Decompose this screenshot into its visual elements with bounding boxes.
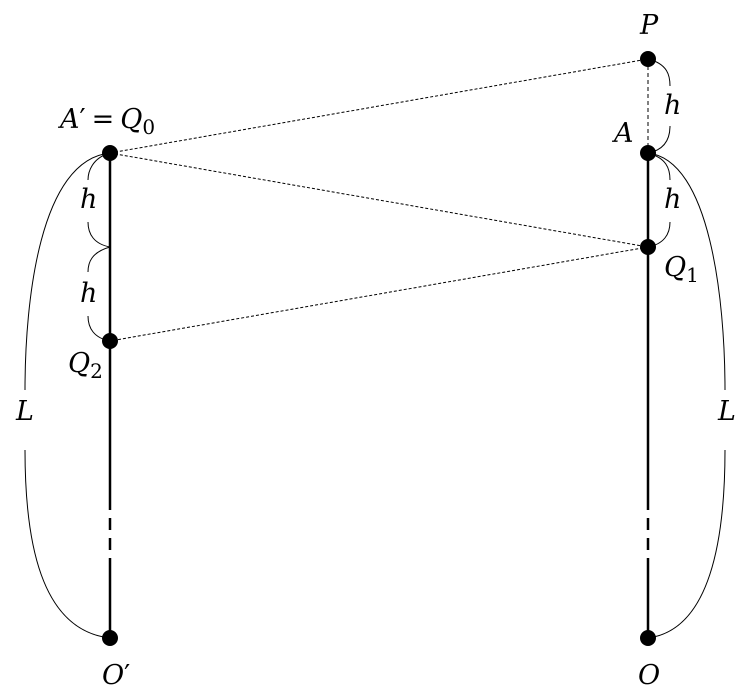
label-l-left: L bbox=[15, 396, 34, 427]
label-o-prime-mark: ′ bbox=[124, 660, 130, 691]
label-q1: Q1 bbox=[664, 252, 699, 287]
line-q1-to-q2 bbox=[109, 246, 649, 342]
point-q2 bbox=[102, 333, 118, 349]
label-equals: = bbox=[92, 104, 115, 135]
right-l-brace-upper bbox=[647, 152, 726, 391]
label-q0-sub: 0 bbox=[142, 115, 155, 139]
label-h-left-bottom: h bbox=[80, 278, 97, 309]
point-o-prime bbox=[102, 630, 118, 646]
point-o bbox=[640, 630, 656, 646]
label-q1-main: Q bbox=[664, 252, 686, 283]
point-a bbox=[640, 145, 656, 161]
label-q2-sub: 2 bbox=[90, 359, 103, 383]
label-o-prime: O′ bbox=[102, 660, 130, 691]
line-q0-to-p bbox=[109, 58, 649, 154]
label-a-prime-eq-q0: A′=Q0 bbox=[57, 104, 155, 139]
point-p bbox=[640, 51, 656, 67]
label-o: O bbox=[638, 660, 660, 691]
left-l-brace-lower bbox=[24, 449, 111, 639]
label-l-right: L bbox=[717, 396, 736, 427]
left-l-brace-upper bbox=[24, 152, 111, 391]
label-p: P bbox=[639, 10, 659, 41]
point-a-prime-q0 bbox=[102, 145, 118, 161]
label-q0-main: Q bbox=[120, 104, 142, 135]
label-a: A bbox=[611, 118, 634, 149]
label-h-right-top: h bbox=[664, 90, 681, 121]
label-o-prime-main: O bbox=[102, 660, 124, 691]
label-q1-sub: 1 bbox=[686, 263, 699, 287]
point-q1 bbox=[640, 239, 656, 255]
right-l-brace-lower bbox=[647, 449, 726, 639]
label-a-prime-main: A bbox=[57, 104, 80, 135]
line-q0-to-q1 bbox=[109, 152, 649, 248]
label-q2-main: Q bbox=[68, 348, 90, 379]
label-q2: Q2 bbox=[68, 348, 103, 383]
label-a-prime-mark: ′ bbox=[80, 104, 86, 135]
label-h-left-top: h bbox=[80, 184, 97, 215]
label-h-right-bottom: h bbox=[664, 184, 681, 215]
